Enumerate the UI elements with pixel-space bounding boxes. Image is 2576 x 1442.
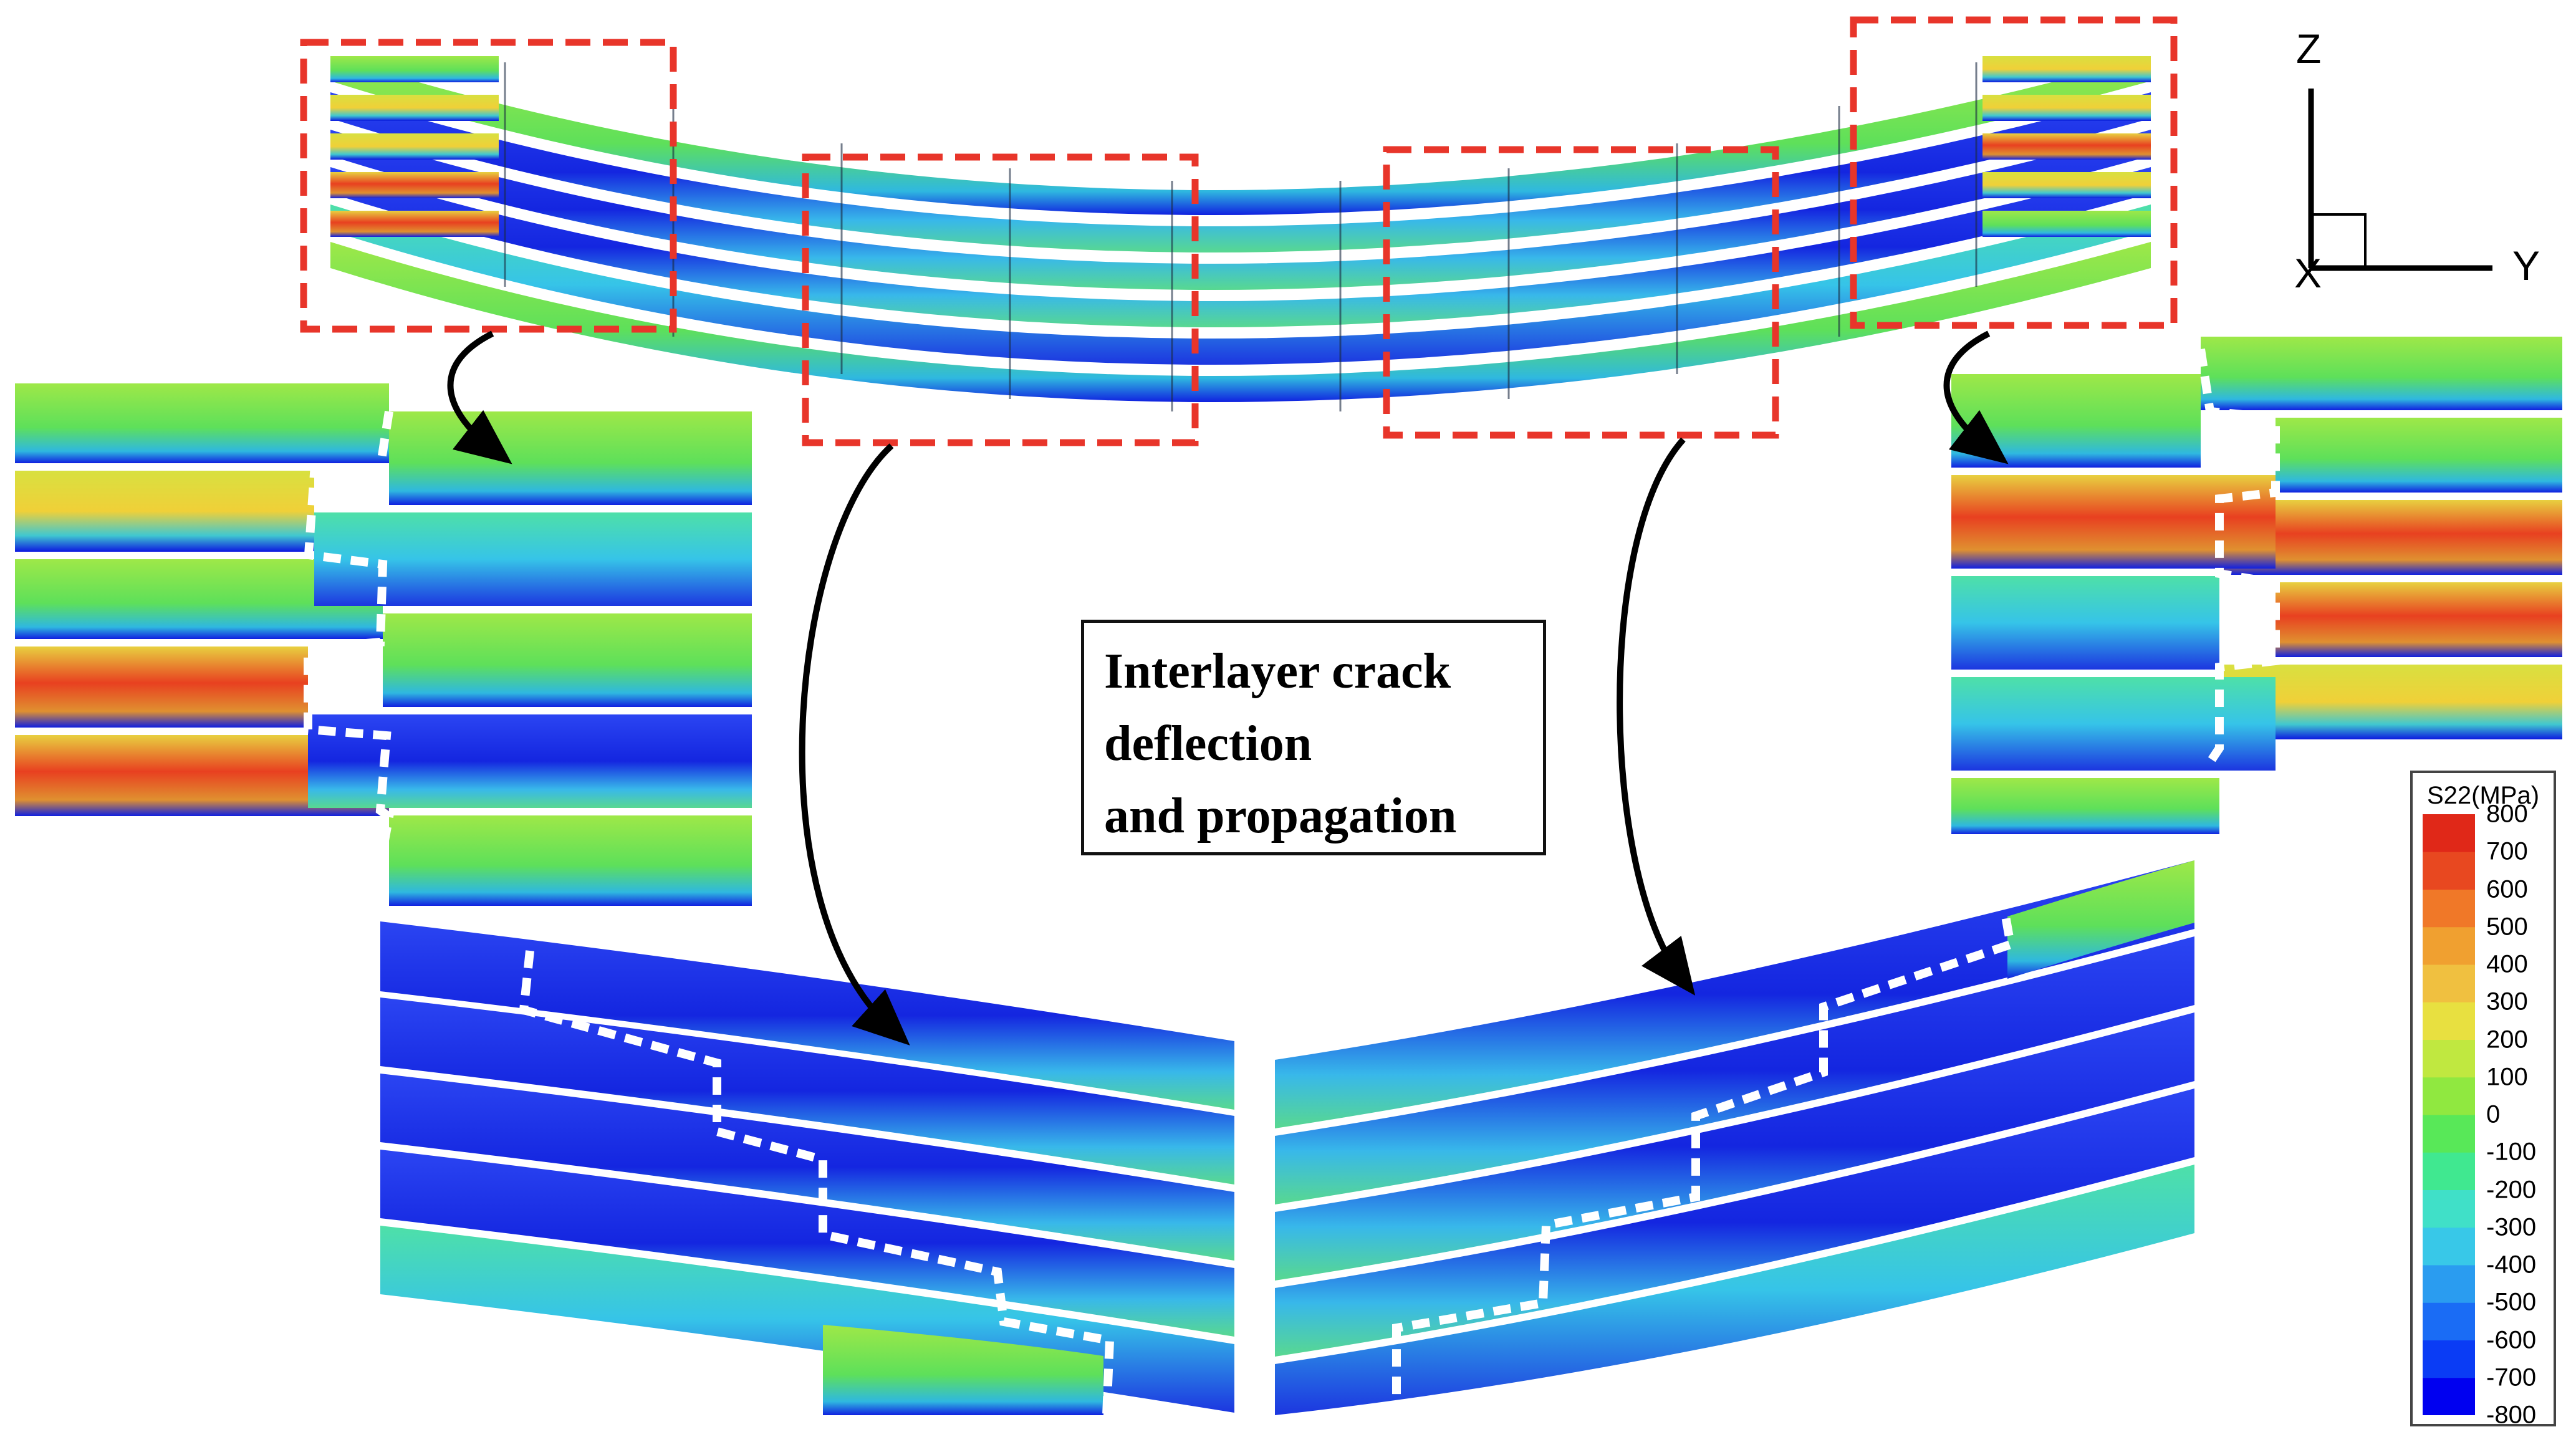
legend-swatch xyxy=(2423,814,2475,852)
legend-tick-label: -100 xyxy=(2486,1138,2537,1166)
top-beam-right-block-1 xyxy=(1982,56,2151,82)
crack-path-center-right xyxy=(1392,890,2016,1409)
detail-right-end xyxy=(1951,337,2562,834)
crack-path-right xyxy=(2196,348,2280,769)
frame-center-left xyxy=(802,153,1199,446)
axis-z-label: Z xyxy=(2296,26,2322,72)
legend-tick-label: 600 xyxy=(2486,875,2528,903)
top-beam-layer-3 xyxy=(330,130,2151,290)
arrow-right-end xyxy=(1943,330,2009,464)
top-beam-layer-4 xyxy=(330,167,2151,327)
top-beam xyxy=(300,16,2178,446)
legend-tick-label: 100 xyxy=(2486,1063,2528,1091)
legend-swatch xyxy=(2423,1002,2475,1040)
legend-swatch xyxy=(2423,1302,2475,1340)
legend-swatch xyxy=(2423,1265,2475,1303)
legend-swatch xyxy=(2423,1077,2475,1115)
legend-swatch xyxy=(2423,926,2475,965)
top-beam-left-block-4 xyxy=(330,172,499,198)
top-beam-right-block-5 xyxy=(1982,211,2151,237)
arrow-center-right xyxy=(1617,437,1696,996)
frame-center-right xyxy=(1383,146,1779,439)
annotation-box: Interlayer crack deflection and propagat… xyxy=(1081,620,1546,855)
legend-tick-label: 500 xyxy=(2486,913,2528,941)
legend-title: S22(MPa) xyxy=(2426,782,2540,809)
legend-swatch xyxy=(2423,1115,2475,1153)
legend-tick-label: -800 xyxy=(2486,1401,2537,1429)
frame-left-end xyxy=(300,39,677,333)
legend-colorbar xyxy=(2423,814,2475,1415)
legend-swatch xyxy=(2423,1152,2475,1190)
top-beam-layer-6 xyxy=(330,242,2151,402)
crack-path-left xyxy=(304,410,394,899)
frame-right-end xyxy=(1850,16,2178,329)
axis-y-label: Y xyxy=(2512,243,2540,289)
arrow-center-left xyxy=(799,443,910,1045)
detail-center-left xyxy=(380,916,1234,1416)
legend-tick-label: -300 xyxy=(2486,1213,2537,1241)
crack-path-center-left xyxy=(519,950,1115,1416)
legend-swatch xyxy=(2423,889,2475,928)
legend-swatch xyxy=(2423,1340,2475,1378)
annotation-line-2: deflection xyxy=(1104,716,1312,771)
legend-tick-label: -200 xyxy=(2486,1176,2537,1203)
legend-tick-label: -400 xyxy=(2486,1251,2537,1279)
color-legend: S22(MPa) 800 700 600 500 400 300 200 100 0 -100 -2… xyxy=(2410,771,2556,1429)
detail-center-right xyxy=(1275,860,2194,1415)
legend-swatch xyxy=(2423,1377,2475,1415)
legend-tick-label: 0 xyxy=(2486,1100,2501,1128)
legend-swatch xyxy=(2423,1190,2475,1228)
legend-tick-label: 400 xyxy=(2486,950,2528,978)
detail-left-end xyxy=(15,382,752,909)
top-beam-layer-5 xyxy=(330,204,2151,365)
top-beam-left-block-3 xyxy=(330,133,499,160)
top-beam-left-block-5 xyxy=(330,211,499,237)
top-beam-right-block-2 xyxy=(1982,95,2151,121)
legend-tick-label: 300 xyxy=(2486,988,2528,1016)
top-beam-left-block-2 xyxy=(330,95,499,121)
axis-triad xyxy=(2308,89,2492,271)
arrow-left-end xyxy=(447,330,512,464)
legend-tick-label: -700 xyxy=(2486,1363,2537,1392)
legend-swatch xyxy=(2423,1039,2475,1078)
legend-tick-label: 700 xyxy=(2486,837,2528,865)
arrows xyxy=(447,330,2009,1045)
top-beam-right-block-3 xyxy=(1982,133,2151,160)
legend-tick-label: -600 xyxy=(2486,1326,2537,1353)
annotation-line-3: and propagation xyxy=(1104,789,1457,844)
top-beam-left-block-1 xyxy=(330,56,499,82)
legend-tick-label: 800 xyxy=(2486,800,2528,828)
top-beam-layer-2 xyxy=(330,92,2151,252)
legend-swatch xyxy=(2423,964,2475,1002)
legend-tick-label: -500 xyxy=(2486,1288,2537,1316)
top-beam-layer-1 xyxy=(330,56,2151,215)
legend-tick-label: 200 xyxy=(2486,1026,2528,1053)
legend-swatch xyxy=(2423,1227,2475,1266)
top-beam-right-block-4 xyxy=(1982,172,2151,198)
axis-x-label: X xyxy=(2294,250,2322,296)
legend-swatch xyxy=(2423,852,2475,890)
annotation-line-1: Interlayer crack xyxy=(1104,644,1451,699)
